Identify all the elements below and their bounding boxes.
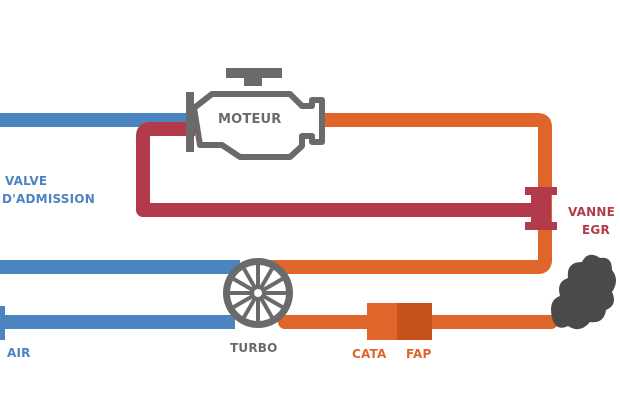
cata-block [367, 303, 398, 340]
cata-label: CATA [352, 347, 387, 361]
intake-pipe-middle [0, 260, 240, 274]
egr-label-line2: EGR [582, 223, 610, 237]
smoke-icon [551, 254, 616, 330]
intake-valve-label-line2: D'ADMISSION [2, 192, 95, 206]
engine-icon [186, 68, 325, 160]
exhaust-pipe-top [255, 113, 552, 274]
egr-label-line1: VANNE [568, 205, 616, 219]
air-inlet-cap [0, 306, 5, 340]
turbo-icon [223, 258, 293, 328]
engine-label: MOTEUR [218, 112, 282, 127]
air-label: AIR [7, 346, 31, 360]
air-inlet-pipe [3, 315, 235, 329]
fap-block [397, 303, 432, 340]
intake-valve-label-line1: VALVE [5, 174, 48, 188]
turbo-label: TURBO [230, 341, 278, 355]
fap-label: FAP [406, 347, 432, 361]
egr-pipe [136, 122, 535, 217]
egr-valve-icon [525, 187, 557, 230]
